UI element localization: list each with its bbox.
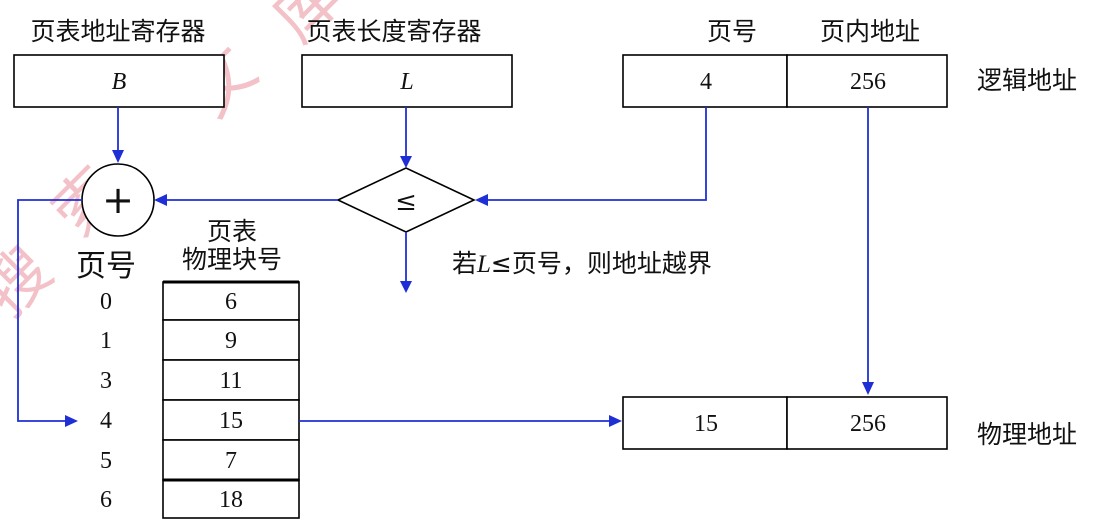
block-number-1: 9 [225,328,237,354]
base-register-box [13,54,225,108]
arrowhead-overflow [400,281,412,293]
page-table-block-header: 物理块号 [182,245,282,274]
length-register-label: 页表长度寄存器 [306,17,481,46]
physical-block-box [622,396,788,450]
arrow-page-to-comparator [485,107,707,201]
physical-offset-value: 256 [850,411,886,437]
logical-address-label: 逻辑地址 [977,66,1077,95]
block-number-4: 7 [225,448,237,474]
block-number-3: 15 [219,408,243,434]
page-number-1: 1 [100,328,112,354]
physical-address-label: 物理地址 [977,420,1077,449]
page-table-row-4 [162,439,300,481]
arrowhead-comparator-right [475,194,488,206]
page-table-row-1 [162,319,300,361]
comparator-diamond [336,167,476,233]
page-number-header: 页号 [707,17,757,46]
arrowhead-comparator-top [400,156,412,168]
length-register-value: L [399,69,413,95]
overflow-note-prefix: 若 [452,249,477,278]
physical-block-value: 15 [694,411,718,437]
arrowhead-physical-offset [862,382,874,395]
logical-offset-value: 256 [850,69,886,95]
block-number-5: 18 [219,487,243,513]
base-register-value: B [112,69,127,95]
page-number-3: 4 [100,408,112,434]
page-offset-header: 页内地址 [820,17,920,46]
block-number-2: 11 [219,368,242,394]
comparator-symbol: ≤ [395,187,417,217]
arrowhead-adder-right [154,194,167,206]
logical-page-box [622,54,788,108]
watermark-char-1: 搜 [0,234,67,332]
page-table: 0 6 1 9 3 11 4 15 5 7 6 18 [100,280,300,519]
physical-offset-box [786,396,948,450]
adder-symbol: + [102,178,134,222]
overflow-note-var: L [476,251,491,278]
overflow-note: 若L≤页号，则地址越界 [452,249,712,278]
arrowhead-physical-block [609,415,622,427]
arrowhead-page-entry [65,415,78,427]
logical-offset-box [786,54,948,108]
page-number-0: 0 [100,289,112,315]
page-table-row-5 [162,479,300,519]
page-table-row-2 [162,359,300,401]
arrowhead-adder-top [112,150,124,163]
page-number-column-label: 页号 [76,249,136,284]
page-number-4: 5 [100,448,112,474]
page-number-2: 3 [100,368,112,394]
overflow-note-suffix: ≤页号，则地址越界 [491,249,712,278]
block-number-0: 6 [225,289,237,315]
flow-arrows [17,107,874,427]
page-number-5: 6 [100,487,112,513]
length-register-box [301,54,513,108]
logical-page-value: 4 [700,69,712,95]
page-table-title: 页表 [207,217,257,246]
base-register-label: 页表地址寄存器 [30,17,205,46]
arrow-adder-to-page-entry [17,199,82,422]
